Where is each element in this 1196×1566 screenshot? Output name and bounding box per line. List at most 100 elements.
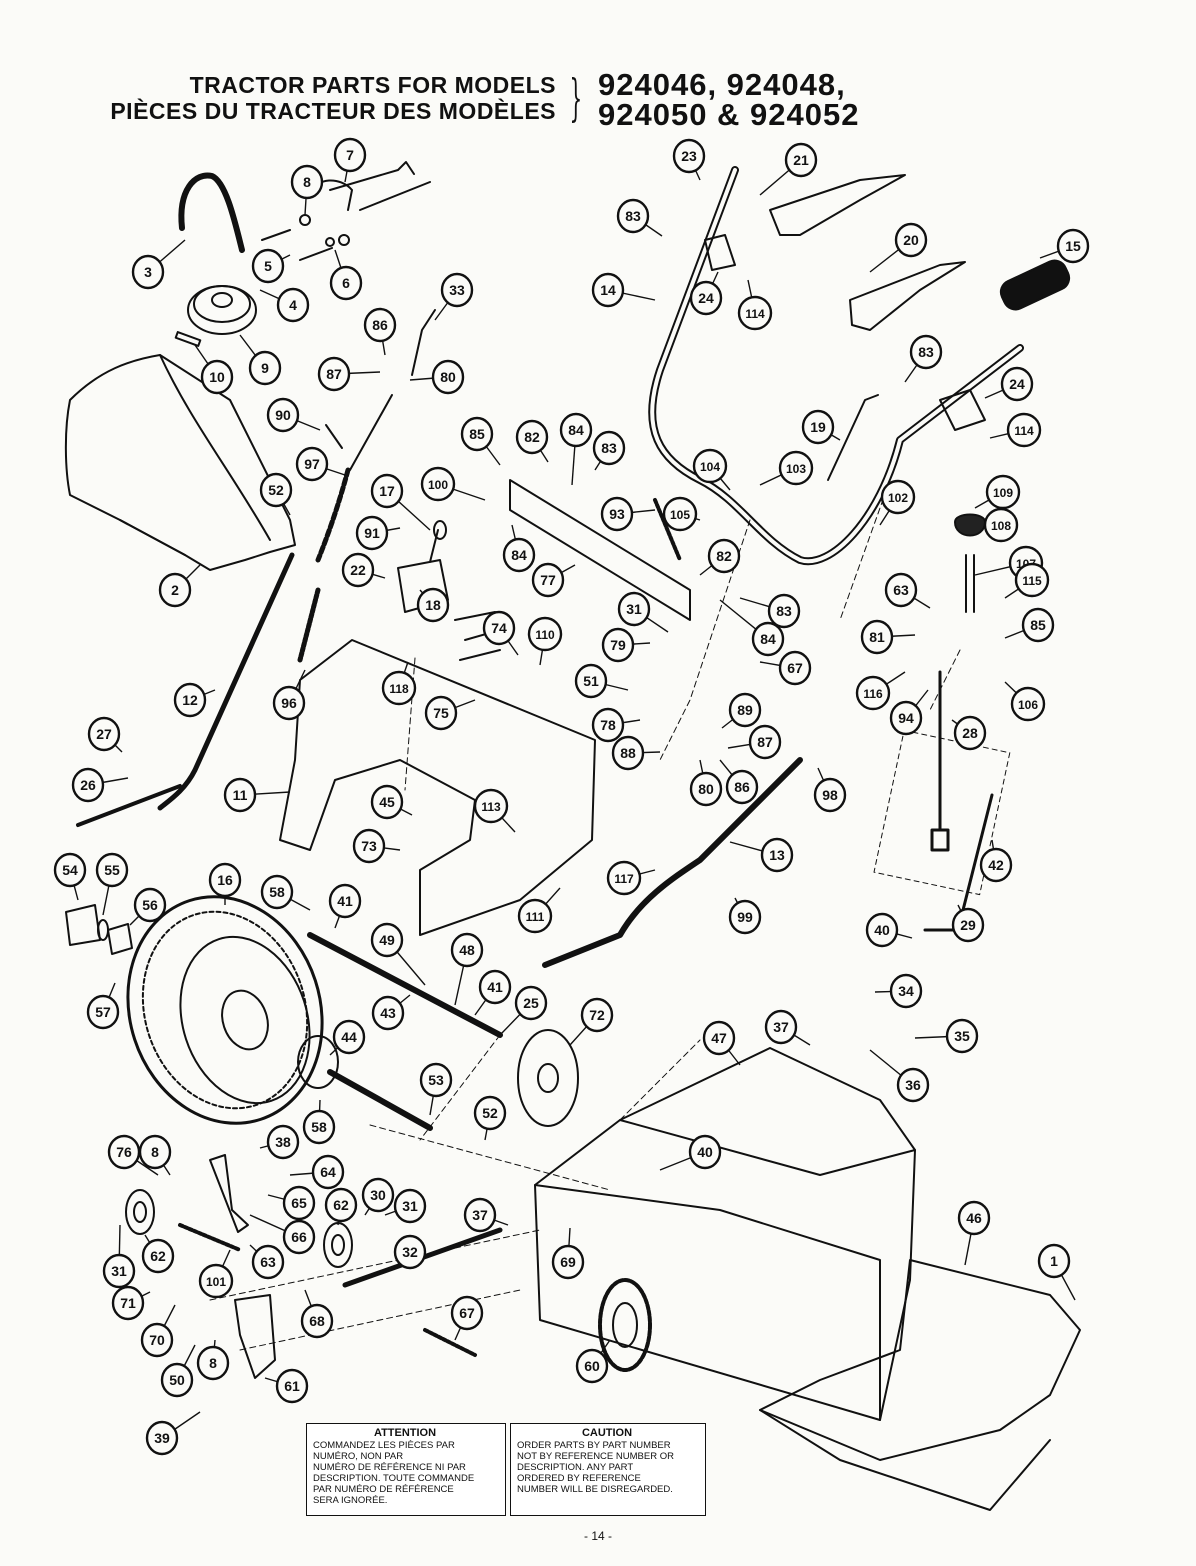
callout-bubble <box>979 847 1013 883</box>
callout-bubble <box>884 572 918 608</box>
callout-70: 70 <box>140 1304 176 1358</box>
callout-31: 31 <box>102 1224 136 1289</box>
callout-41: 41 <box>474 969 512 1016</box>
callout-number: 78 <box>600 717 616 733</box>
callout-bubble <box>894 222 928 258</box>
callout-67: 67 <box>450 1295 484 1341</box>
callout-87: 87 <box>317 356 381 392</box>
callout-bubble <box>424 695 458 731</box>
title-english: TRACTOR PARTS FOR MODELS <box>189 72 556 98</box>
notice-french-line: NUMÉRO DE RÉFÉRENCE NI PAR <box>313 1462 466 1473</box>
callout-bubble <box>200 359 234 395</box>
callout-bubble <box>272 685 306 721</box>
rod-12-part <box>157 552 295 811</box>
callout-number: 24 <box>1009 376 1025 392</box>
callout-90: 90 <box>266 397 321 433</box>
callout-bubble <box>460 416 494 452</box>
callout-number: 50 <box>169 1372 185 1388</box>
callout-93: 93 <box>600 496 656 532</box>
bracket-7-part <box>311 161 415 211</box>
callout-number: 66 <box>291 1229 307 1245</box>
callout-number: 38 <box>275 1134 291 1150</box>
models-line-2: 924050 & 924052 <box>598 97 860 132</box>
notice-english-line: NOT BY REFERENCE NUMBER OR <box>517 1451 674 1462</box>
callout-bubble <box>290 164 324 200</box>
callout-bubble <box>611 735 645 771</box>
callout-bubble <box>592 430 626 466</box>
callout-number: 31 <box>402 1198 418 1214</box>
rod-33-part <box>411 309 436 376</box>
callout-number: 86 <box>372 317 388 333</box>
callout-15: 15 <box>1039 228 1090 264</box>
callout-24: 24 <box>689 271 723 316</box>
callout-number: 12 <box>182 692 198 708</box>
models-line-1: 924046, 924048, <box>598 67 846 102</box>
callout-89: 89 <box>721 692 762 729</box>
callout-55: 55 <box>95 852 129 916</box>
callout-number: 18 <box>425 597 441 613</box>
callout-75: 75 <box>424 695 476 731</box>
callout-number: 62 <box>150 1248 166 1264</box>
callout-bubble <box>111 1285 145 1321</box>
callout-number: 68 <box>309 1313 325 1329</box>
callout-number: 3 <box>144 264 152 280</box>
callout-24: 24 <box>984 366 1034 402</box>
callout-number: 87 <box>757 734 773 750</box>
callout-bubble <box>855 675 891 711</box>
callout-number: 34 <box>898 983 914 999</box>
callout-85: 85 <box>460 416 501 466</box>
callout-number: 31 <box>626 601 642 617</box>
callout-118: 118 <box>381 661 417 706</box>
callout-bubble <box>860 619 894 655</box>
callout-bubble <box>889 700 923 736</box>
callout-bubble <box>527 616 563 652</box>
callout-bubble <box>728 692 762 728</box>
belt-guard-edge <box>159 354 271 541</box>
callout-bubble <box>865 912 899 948</box>
callout-number: 4 <box>289 297 297 313</box>
callout-number: 55 <box>104 862 120 878</box>
callout-63: 63 <box>249 1244 285 1280</box>
callout-bubble <box>1000 366 1034 402</box>
callout-number: 25 <box>523 995 539 1011</box>
notice-french-title: ATTENTION <box>373 1427 437 1439</box>
callout-bubble <box>251 1244 285 1280</box>
callout-22: 22 <box>341 552 386 588</box>
callout-43: 43 <box>371 994 411 1031</box>
callout-bubble <box>600 496 634 532</box>
callout-bubble <box>266 1124 300 1160</box>
callout-37: 37 <box>764 1009 811 1046</box>
notice-english-line: ORDER PARTS BY PART NUMBER <box>517 1440 671 1451</box>
plate-77-part <box>509 479 691 621</box>
callout-105: 105 <box>662 496 701 532</box>
callout-bubble <box>767 593 801 629</box>
gear-60-part <box>598 1278 652 1372</box>
callout-bubble <box>580 997 614 1033</box>
callout-26: 26 <box>71 767 129 803</box>
callout-number: 8 <box>151 1144 159 1160</box>
callout-bubble <box>737 295 773 331</box>
header-titles: TRACTOR PARTS FOR MODELS PIÈCES DU TRACT… <box>110 72 556 124</box>
callout-bubble <box>282 1185 316 1221</box>
callout-27: 27 <box>87 716 123 753</box>
callout-number: 14 <box>600 282 616 298</box>
callout-50: 50 <box>160 1344 196 1398</box>
callout-46: 46 <box>957 1200 991 1266</box>
callout-number: 100 <box>428 478 448 492</box>
callout-83: 83 <box>592 430 626 471</box>
callout-41: 41 <box>328 883 362 929</box>
callout-bubble <box>778 450 814 486</box>
callout-111: 111 <box>517 887 561 934</box>
callout-number: 118 <box>389 682 409 696</box>
callout-bubble <box>131 254 165 290</box>
callout-44: 44 <box>329 1019 366 1056</box>
callout-bubble <box>672 138 706 174</box>
callout-number: 74 <box>491 620 507 636</box>
callout-115: 115 <box>1004 562 1050 599</box>
callout-number: 37 <box>773 1019 789 1035</box>
notice-french-line: PAR NUMÉRO DE RÉFÉRENCE <box>313 1484 454 1495</box>
callout-number: 76 <box>116 1144 132 1160</box>
callout-1: 1 <box>1037 1243 1076 1301</box>
callout-116: 116 <box>855 671 906 711</box>
callout-bubble <box>223 777 257 813</box>
